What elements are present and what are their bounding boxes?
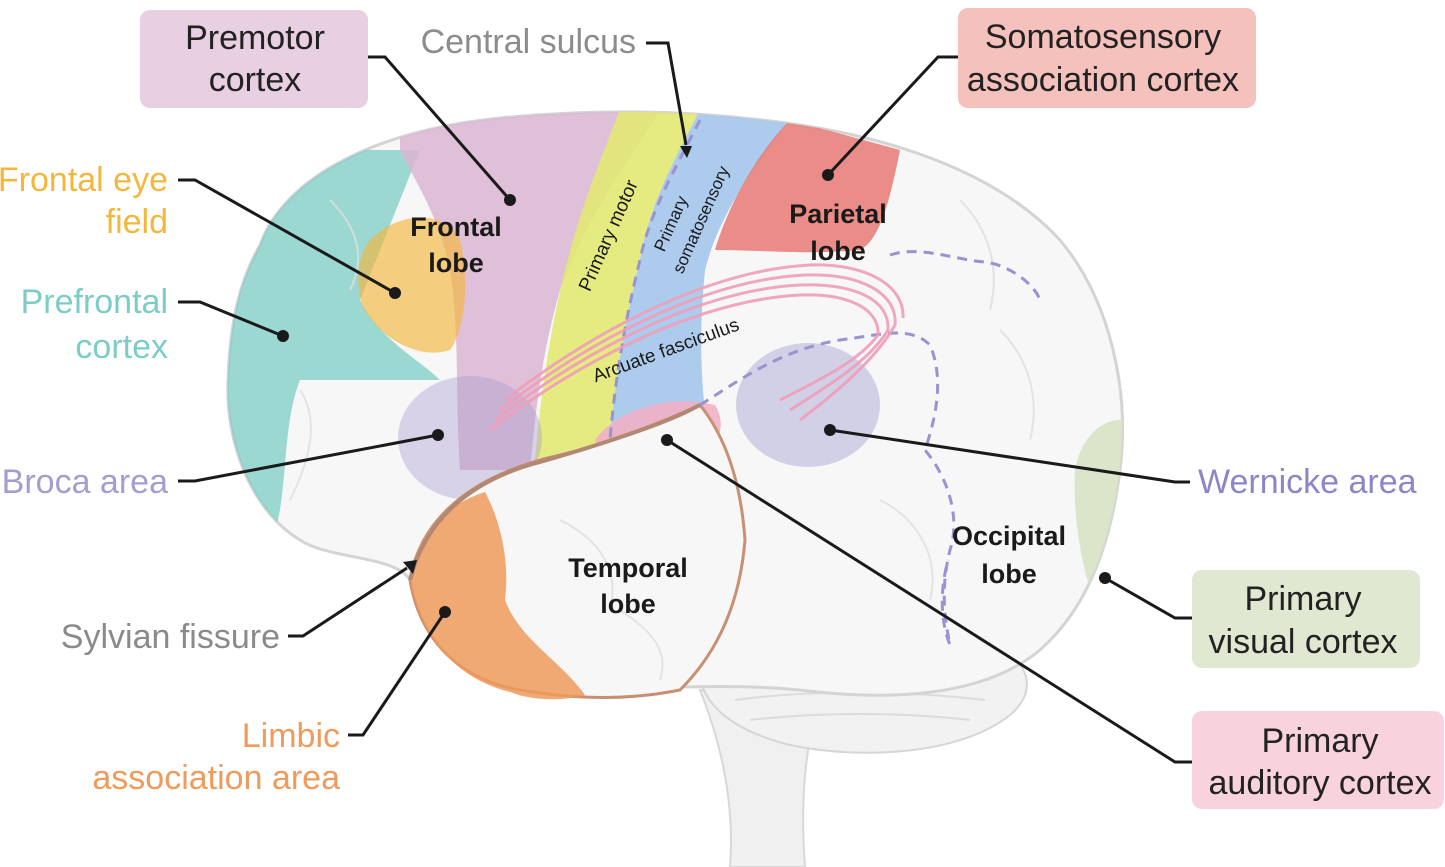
broca-label: Broca area bbox=[2, 463, 168, 501]
primary-auditory-label-line2: auditory cortex bbox=[1209, 764, 1432, 802]
wernicke-label: Wernicke area bbox=[1198, 463, 1417, 501]
frontal-lobe-label-line2: lobe bbox=[428, 248, 484, 278]
frontal-eye-label-line1: Frontal eye bbox=[0, 161, 168, 199]
prefrontal-label-line2: cortex bbox=[75, 328, 168, 366]
primary-auditory-label-line1: Primary bbox=[1261, 722, 1378, 760]
primary-visual-label-line2: visual cortex bbox=[1209, 623, 1398, 661]
central-sulcus-label: Central sulcus bbox=[421, 23, 636, 61]
temporal-lobe-label-line2: lobe bbox=[600, 589, 656, 619]
somato-assoc-label-line1: Somatosensory bbox=[985, 18, 1221, 56]
parietal-lobe-label-line1: Parietal bbox=[789, 199, 887, 229]
frontal-lobe-label-line1: Frontal bbox=[410, 212, 502, 242]
somato-assoc-label-line2: association cortex bbox=[967, 61, 1239, 99]
parietal-lobe-label-line2: lobe bbox=[810, 236, 866, 266]
limbic-label-line1: Limbic bbox=[242, 717, 340, 755]
primary-visual-label-line1: Primary bbox=[1244, 580, 1361, 618]
premotor-label-line1: Premotor bbox=[185, 19, 325, 57]
sylvian-label: Sylvian fissure bbox=[61, 618, 280, 656]
limbic-label-line2: association area bbox=[92, 759, 340, 797]
frontal-eye-label-line2: field bbox=[106, 203, 168, 241]
temporal-lobe-label-line1: Temporal bbox=[568, 553, 688, 583]
occipital-lobe-label-line2: lobe bbox=[981, 559, 1037, 589]
premotor-label-line2: cortex bbox=[209, 61, 302, 99]
occipital-lobe-label-line1: Occipital bbox=[952, 521, 1066, 551]
prefrontal-label-line1: Prefrontal bbox=[21, 283, 168, 321]
